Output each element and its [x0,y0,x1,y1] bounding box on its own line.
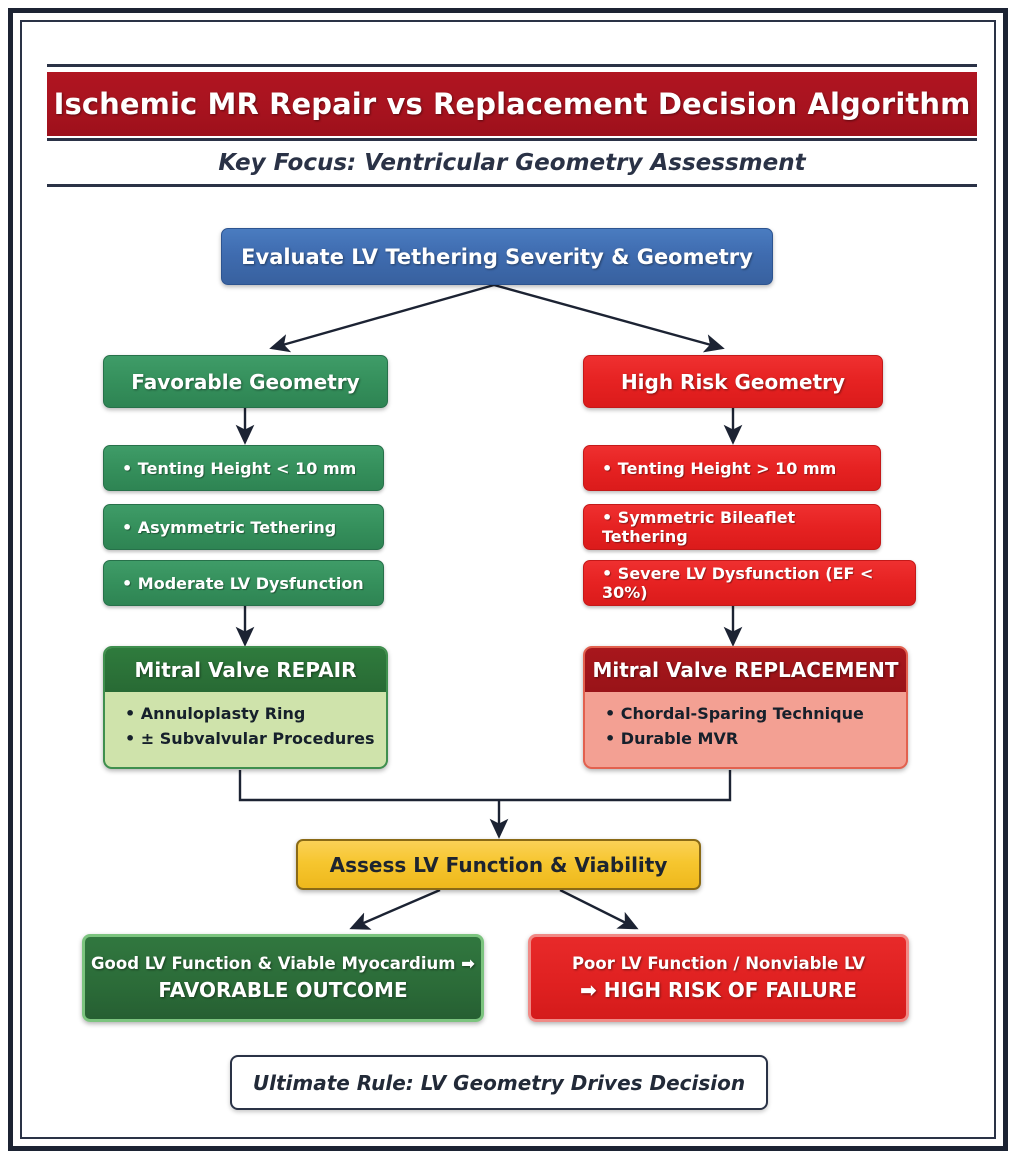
card-mitral-valve-replacement-body: • Chordal-Sparing Technique • Durable MV… [585,692,906,761]
criterion-left-0-label: • Tenting Height < 10 mm [122,458,357,478]
card-mitral-valve-replacement-header: Mitral Valve REPLACEMENT [585,648,906,692]
repair-item-1: • ± Subvalvular Procedures [125,729,375,748]
criterion-right-1[interactable]: • Symmetric Bileaflet Tethering [583,504,881,550]
footer-ultimate-rule: Ultimate Rule: LV Geometry Drives Decisi… [230,1055,768,1110]
footer-ultimate-rule-label: Ultimate Rule: LV Geometry Drives Decisi… [252,1070,746,1095]
outcome-high-risk-line1: Poor LV Function / Nonviable LV [571,954,866,973]
criterion-left-1[interactable]: • Asymmetric Tethering [103,504,384,550]
page-subtitle-text: Key Focus: Ventricular Geometry Assessme… [218,150,806,176]
node-evaluate-lv-tethering-label: Evaluate LV Tethering Severity & Geometr… [241,244,753,269]
node-favorable-geometry[interactable]: Favorable Geometry [103,355,388,408]
outcome-favorable-line2: FAVORABLE OUTCOME [158,978,408,1002]
replacement-item-0: • Chordal-Sparing Technique [605,704,864,723]
criterion-right-0-label: • Tenting Height > 10 mm [602,458,837,478]
outcome-favorable[interactable]: Good LV Function & Viable Myocardium ➡ F… [82,934,484,1022]
card-mitral-valve-replacement[interactable]: Mitral Valve REPLACEMENT • Chordal-Spari… [583,646,908,769]
node-favorable-geometry-label: Favorable Geometry [131,369,360,394]
repair-item-0: • Annuloplasty Ring [125,704,306,723]
node-high-risk-geometry[interactable]: High Risk Geometry [583,355,883,408]
card-mitral-valve-repair[interactable]: Mitral Valve REPAIR • Annuloplasty Ring … [103,646,388,769]
criterion-right-0[interactable]: • Tenting Height > 10 mm [583,445,881,491]
node-assess-lv-function-label: Assess LV Function & Viability [329,852,668,877]
criterion-right-2-label: • Severe LV Dysfunction (EF < 30%) [602,564,874,602]
criterion-left-2-label: • Moderate LV Dysfunction [122,573,364,593]
page-title-text: Ischemic MR Repair vs Replacement Decisi… [53,87,971,121]
card-mitral-valve-repair-header: Mitral Valve REPAIR [105,648,386,692]
rule-below-title [47,138,977,141]
rule-above-title [47,64,977,67]
card-mitral-valve-replacement-title: Mitral Valve REPLACEMENT [592,658,899,682]
criterion-left-0[interactable]: • Tenting Height < 10 mm [103,445,384,491]
rule-below-subtitle [47,184,977,187]
page-subtitle: Key Focus: Ventricular Geometry Assessme… [47,143,977,183]
card-mitral-valve-repair-title: Mitral Valve REPAIR [134,658,357,682]
card-mitral-valve-repair-body: • Annuloplasty Ring • ± Subvalvular Proc… [105,692,386,761]
page-title: Ischemic MR Repair vs Replacement Decisi… [47,72,977,136]
criterion-right-1-label: • Symmetric Bileaflet Tethering [602,508,796,546]
criterion-left-1-label: • Asymmetric Tethering [122,517,337,537]
node-high-risk-geometry-label: High Risk Geometry [620,369,846,394]
criterion-right-2[interactable]: • Severe LV Dysfunction (EF < 30%) [583,560,916,606]
node-assess-lv-function[interactable]: Assess LV Function & Viability [296,839,701,890]
outcome-high-risk[interactable]: Poor LV Function / Nonviable LV ➡ HIGH R… [528,934,909,1022]
outcome-high-risk-line2: ➡ HIGH RISK OF FAILURE [580,978,857,1002]
replacement-item-1: • Durable MVR [605,729,739,748]
outcome-favorable-line1: Good LV Function & Viable Myocardium ➡ [91,954,475,973]
node-evaluate-lv-tethering[interactable]: Evaluate LV Tethering Severity & Geometr… [221,228,773,285]
criterion-left-2[interactable]: • Moderate LV Dysfunction [103,560,384,606]
